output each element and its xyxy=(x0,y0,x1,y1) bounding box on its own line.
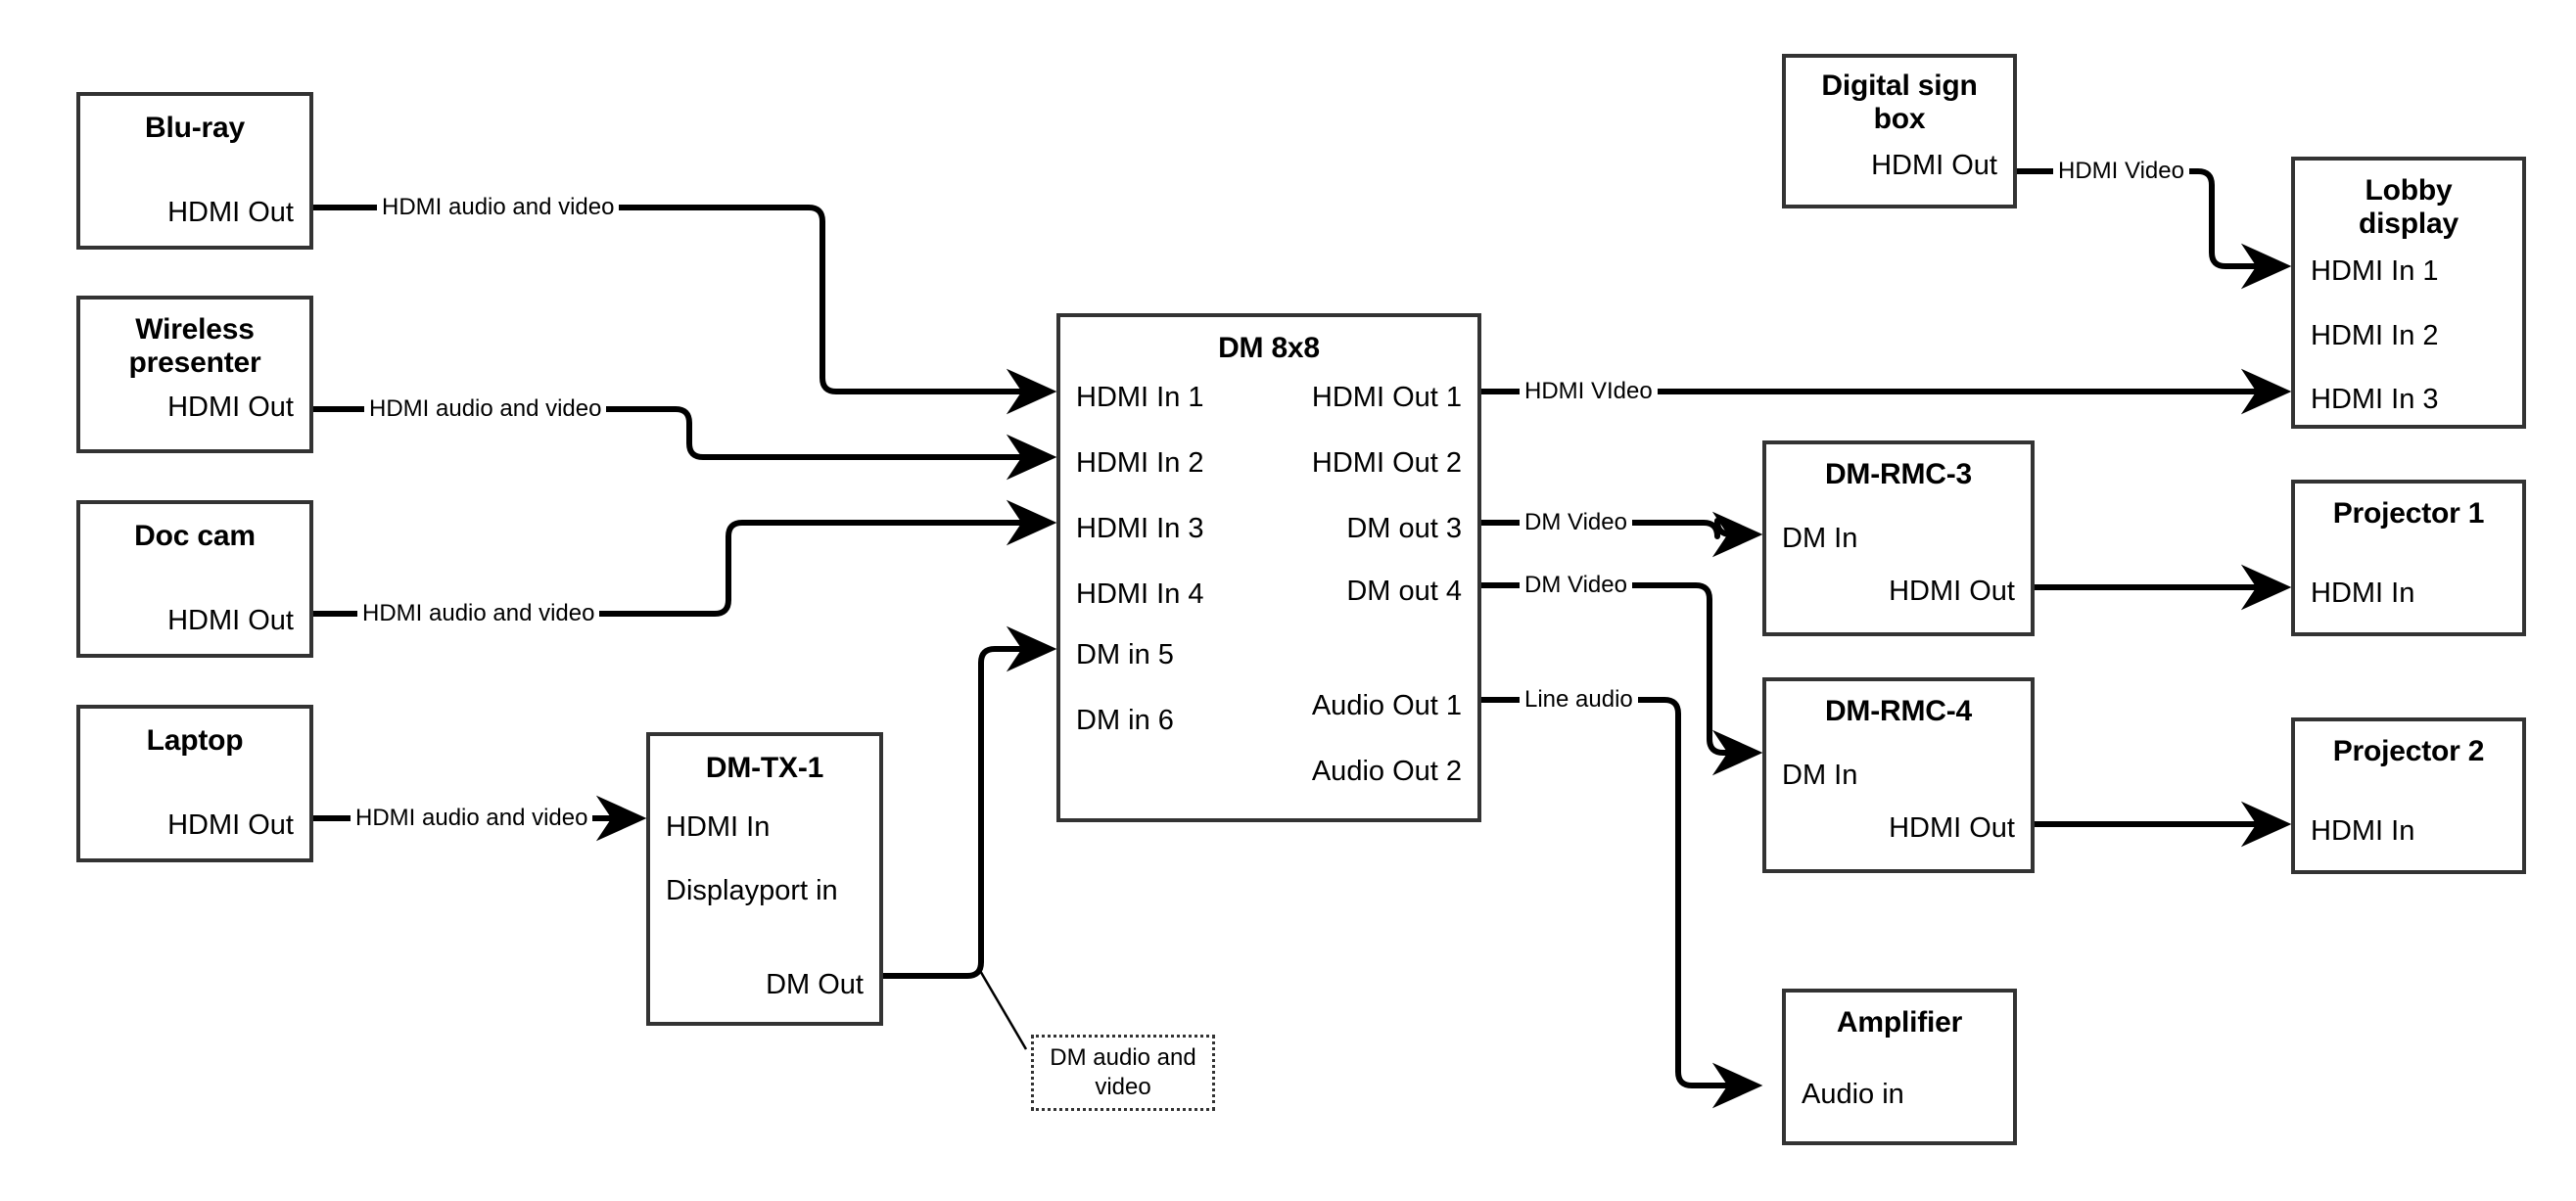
node-laptop-port-hdmi-out: HDMI Out xyxy=(167,809,294,841)
node-lobby-display-title-line1: Lobby xyxy=(2365,174,2453,207)
node-amplifier-port-audio-in: Audio in xyxy=(1802,1079,1904,1110)
edge-label-audio-out-1-to-amplifier: Line audio xyxy=(1520,688,1638,712)
edge-label-hdmi-out-1-to-lobby: HDMI VIdeo xyxy=(1520,380,1658,403)
node-dm-8x8-title: DM 8x8 xyxy=(1218,332,1320,364)
node-dm-8x8-input-dm-in-5: DM in 5 xyxy=(1076,639,1174,670)
wire-dm-out-3-to-dmrmc3 xyxy=(1481,511,1763,558)
node-lobby-display-title-line2: display xyxy=(2359,208,2459,240)
node-digital-sign-box-title-line2: box xyxy=(1873,103,1926,135)
node-dm-8x8[interactable]: DM 8x8 HDMI In 1 HDMI In 2 HDMI In 3 HDM… xyxy=(1056,313,1481,822)
node-bluray-port-hdmi-out: HDMI Out xyxy=(167,197,294,228)
node-dm-tx-1-port-hdmi-in: HDMI In xyxy=(666,811,771,843)
node-wireless-presenter[interactable]: Wireless presenter HDMI Out xyxy=(76,296,313,453)
node-dm-rmc-3-port-dm-in: DM In xyxy=(1782,523,1858,554)
edge-label-dm-out-3-to-dmrmc3: DM Video xyxy=(1520,511,1632,534)
node-dm-8x8-input-hdmi-in-1: HDMI In 1 xyxy=(1076,382,1204,413)
wire-doccam-to-hdmi-in-3 xyxy=(313,499,1057,617)
node-wireless-presenter-title-line2: presenter xyxy=(128,346,261,379)
node-lobby-display-input-hdmi-in-2: HDMI In 2 xyxy=(2311,320,2439,351)
node-dm-8x8-output-hdmi-out-1: HDMI Out 1 xyxy=(1311,382,1462,413)
node-projector-2-port-hdmi-in: HDMI In xyxy=(2311,815,2415,847)
node-dm-rmc-4-port-dm-in: DM In xyxy=(1782,760,1858,791)
node-dm-rmc-4[interactable]: DM-RMC-4 DM In HDMI Out xyxy=(1762,677,2035,873)
node-dm-8x8-input-hdmi-in-4: HDMI In 4 xyxy=(1076,578,1204,610)
node-digital-sign-box-port-hdmi-out: HDMI Out xyxy=(1871,150,1997,181)
node-doc-cam[interactable]: Doc cam HDMI Out xyxy=(76,500,313,658)
node-projector-1-port-hdmi-in: HDMI In xyxy=(2311,577,2415,609)
node-projector-2-title: Projector 2 xyxy=(2332,735,2485,767)
node-digital-sign-box[interactable]: Digital sign box HDMI Out xyxy=(1782,54,2017,208)
node-dm-tx-1-title: DM-TX-1 xyxy=(705,752,824,784)
note-leader-line xyxy=(977,968,1028,1050)
edge-label-laptop-to-dmtx1: HDMI audio and video xyxy=(351,807,593,830)
node-doc-cam-port-hdmi-out: HDMI Out xyxy=(167,605,294,636)
edge-label-digitalsign-to-lobby: HDMI Video xyxy=(2053,160,2189,183)
node-dm-tx-1-port-displayport-in: Displayport in xyxy=(666,875,838,906)
node-dm-rmc-4-port-hdmi-out: HDMI Out xyxy=(1889,812,2015,844)
node-dm-rmc-4-title: DM-RMC-4 xyxy=(1824,695,1973,727)
node-digital-sign-box-title-line1: Digital sign xyxy=(1821,69,1978,102)
wire-dm-out-4-to-dmrmc4 xyxy=(1481,582,1763,776)
node-lobby-display-input-hdmi-in-3: HDMI In 3 xyxy=(2311,384,2439,415)
wire-wireless-to-hdmi-in-2 xyxy=(313,406,1057,481)
node-dm-8x8-input-dm-in-6: DM in 6 xyxy=(1076,705,1174,736)
edge-label-doccam-to-hdmi-in-3: HDMI audio and video xyxy=(357,602,600,625)
wire-bluray-to-hdmi-in-1 xyxy=(313,205,1057,415)
node-lobby-display-input-hdmi-in-1: HDMI In 1 xyxy=(2311,255,2439,287)
node-bluray-title: Blu-ray xyxy=(145,112,245,144)
node-doc-cam-title: Doc cam xyxy=(134,520,256,552)
node-dm-tx-1-port-dm-out: DM Out xyxy=(766,969,864,1000)
node-laptop[interactable]: Laptop HDMI Out xyxy=(76,705,313,862)
edge-label-wireless-to-hdmi-in-2: HDMI audio and video xyxy=(364,397,607,421)
node-projector-2[interactable]: Projector 2 HDMI In xyxy=(2291,717,2526,874)
node-dm-8x8-input-hdmi-in-3: HDMI In 3 xyxy=(1076,513,1204,544)
wire-dmtx1-to-dm-in-5 xyxy=(883,625,1057,979)
node-dm-8x8-output-dm-out-3: DM out 3 xyxy=(1346,513,1462,544)
wire-digitalsign-to-lobby-hdmi-in-1 xyxy=(2017,168,2292,290)
node-dm-8x8-output-dm-out-4: DM out 4 xyxy=(1346,576,1462,607)
node-amplifier-title: Amplifier xyxy=(1836,1006,1963,1039)
node-dm-rmc-3-port-hdmi-out: HDMI Out xyxy=(1889,576,2015,607)
node-wireless-presenter-title-line1: Wireless xyxy=(135,313,255,346)
node-projector-1[interactable]: Projector 1 HDMI In xyxy=(2291,480,2526,636)
node-wireless-presenter-port-hdmi-out: HDMI Out xyxy=(167,392,294,423)
node-lobby-display[interactable]: Lobby display HDMI In 1 HDMI In 2 HDMI I… xyxy=(2291,157,2526,429)
node-bluray[interactable]: Blu-ray HDMI Out xyxy=(76,92,313,250)
wire-audio-out-1-to-amplifier xyxy=(1481,697,1763,1109)
node-amplifier[interactable]: Amplifier Audio in xyxy=(1782,989,2017,1145)
node-laptop-title: Laptop xyxy=(146,724,244,757)
node-dm-8x8-output-audio-out-1: Audio Out 1 xyxy=(1311,690,1462,721)
node-dm-8x8-output-hdmi-out-2: HDMI Out 2 xyxy=(1311,447,1462,479)
node-dm-tx-1[interactable]: DM-TX-1 HDMI In Displayport in DM Out xyxy=(646,732,883,1026)
edge-label-bluray-to-hdmi-in-1: HDMI audio and video xyxy=(377,196,620,219)
node-projector-1-title: Projector 1 xyxy=(2332,497,2485,530)
note-dm-audio-and-video: DM audio and video xyxy=(1031,1035,1215,1111)
node-dm-8x8-output-audio-out-2: Audio Out 2 xyxy=(1311,756,1462,787)
edge-label-dm-out-4-to-dmrmc4: DM Video xyxy=(1520,574,1632,597)
node-dm-8x8-input-hdmi-in-2: HDMI In 2 xyxy=(1076,447,1204,479)
node-dm-rmc-3[interactable]: DM-RMC-3 DM In HDMI Out xyxy=(1762,440,2035,636)
node-dm-rmc-3-title: DM-RMC-3 xyxy=(1824,458,1973,490)
